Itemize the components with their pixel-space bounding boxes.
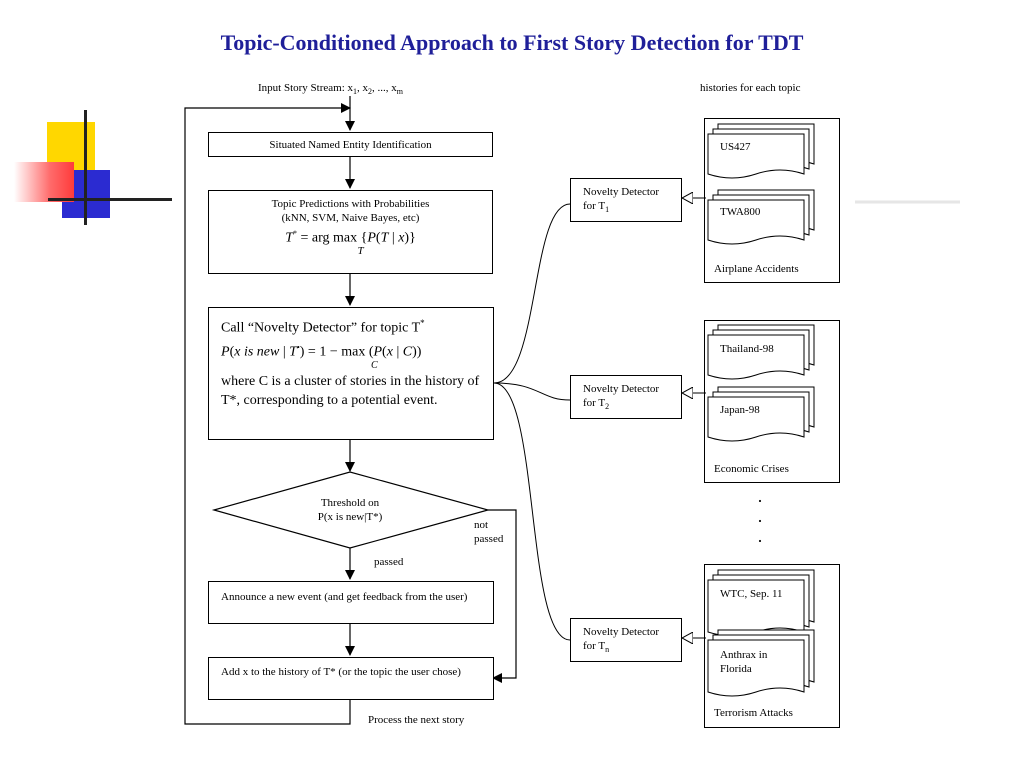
- detector-n-sub: n: [605, 645, 610, 655]
- topic-pred-line1: Topic Predictions with Probabilities: [271, 198, 430, 210]
- ellipsis-1: ·: [757, 491, 763, 511]
- threshold-label: Threshold on P(x is new|T*): [290, 496, 410, 524]
- doc-us427: US427: [720, 141, 751, 153]
- detector-2-label: Novelty Detector for T: [583, 383, 660, 409]
- novelty-detector-n: Novelty Detector for Tn: [570, 618, 682, 662]
- detector-n-label: Novelty Detector for T: [583, 626, 660, 652]
- novelty-where: where C is a cluster of stories in the h…: [221, 374, 480, 409]
- add-history-box: Add x to the history of T* (or the topic…: [208, 657, 494, 700]
- novelty-call-box: Call “Novelty Detector” for topic T* P(x…: [208, 307, 494, 440]
- detector-2-sub: 2: [605, 402, 610, 412]
- topic-name-airplane: Airplane Accidents: [714, 263, 799, 275]
- passed-label: passed: [374, 556, 404, 568]
- page-title: Topic-Conditioned Approach to First Stor…: [220, 30, 804, 55]
- topic-box-economic: [704, 320, 840, 483]
- novelty-detector-1: Novelty Detector for T1: [570, 178, 682, 222]
- detector-1-label: Novelty Detector for T: [583, 186, 660, 212]
- sne-text: Situated Named Entity Identification: [269, 139, 432, 151]
- detector-1-sub: 1: [605, 205, 610, 215]
- announce-box: Announce a new event (and get feedback f…: [208, 581, 494, 624]
- argmax-formula: T* = arg max {P(T | x)}: [285, 229, 416, 246]
- decorative-squares: [12, 110, 172, 230]
- doc-anthrax: Anthrax in Florida: [720, 649, 768, 675]
- doc-stacks: [707, 123, 815, 697]
- topic-box-terrorism: [704, 564, 840, 728]
- topic-name-economic: Economic Crises: [714, 463, 789, 475]
- ellipsis-2: ·: [757, 511, 763, 531]
- topic-box-airplane: [704, 118, 840, 283]
- topic-name-terrorism: Terrorism Attacks: [714, 707, 793, 719]
- topic-prediction-box: Topic Predictions with Probabilities (kN…: [208, 190, 493, 274]
- process-next-label: Process the next story: [368, 714, 465, 726]
- topic-pred-line2: (kNN, SVM, Naive Bayes, etc): [281, 212, 420, 224]
- threshold-line2: P(x is new|T*): [317, 511, 383, 523]
- not-passed-label: not passed: [474, 519, 504, 545]
- novelty-call-line: Call “Novelty Detector” for topic T*: [221, 318, 425, 336]
- ellipsis-3: ·: [757, 531, 763, 551]
- novelty-formula: P(x is new | T•) = 1 − max (P(x | C)): [221, 342, 422, 360]
- doc-thailand: Thailand-98: [720, 343, 774, 355]
- sne-box: Situated Named Entity Identification: [208, 132, 493, 157]
- doc-twa800: TWA800: [720, 206, 761, 218]
- novelty-detector-2: Novelty Detector for T2: [570, 375, 682, 419]
- input-stream-text: Input Story Stream:: [258, 82, 345, 94]
- doc-japan: Japan-98: [720, 404, 760, 416]
- threshold-line1: Threshold on: [320, 497, 380, 509]
- doc-wtc: WTC, Sep. 11: [720, 588, 783, 600]
- novelty-call-text: Call “Novelty Detector” for topic T: [221, 320, 421, 336]
- input-stream-label: Input Story Stream: x1, x2, ..., xm: [258, 82, 404, 97]
- histories-label: histories for each topic: [700, 82, 801, 94]
- add-history-text: Add x to the history of T* (or the topic…: [221, 666, 461, 678]
- announce-text: Announce a new event (and get feedback f…: [221, 591, 468, 603]
